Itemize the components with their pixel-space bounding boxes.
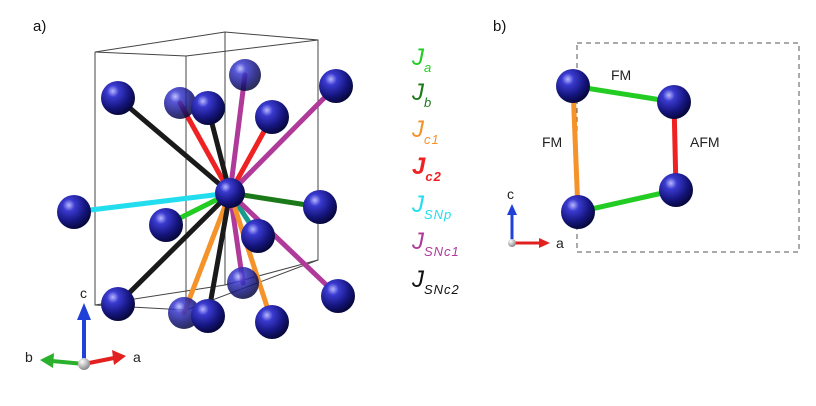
- c-axis-label: c: [80, 285, 87, 301]
- atom: [227, 267, 259, 299]
- origin: [78, 358, 90, 370]
- bond-jc1: [227, 190, 275, 325]
- bond-jsnp: [71, 190, 233, 215]
- bond-jc2: [177, 100, 233, 196]
- bond-jsnc2: [115, 95, 233, 196]
- legend-sub: a: [424, 60, 433, 75]
- legend-main: J: [412, 266, 424, 293]
- legend-main: J: [412, 153, 426, 180]
- atom: [191, 299, 225, 333]
- bond-left: [570, 83, 581, 215]
- legend-sub: SNp: [424, 207, 453, 222]
- legend-sub: c1: [424, 132, 440, 147]
- legend-item-jsnp: JSNp: [412, 193, 452, 227]
- legend-item-jc1: Jc1: [412, 118, 440, 152]
- atom: [149, 208, 183, 242]
- a-axis-label: a: [133, 349, 141, 365]
- legend-main: J: [412, 191, 424, 218]
- panel-b-label: b): [493, 18, 507, 35]
- axes-triad-a: c a b: [25, 285, 141, 370]
- atom: [101, 287, 135, 321]
- atom: [101, 81, 135, 115]
- atom: [659, 173, 693, 207]
- atom: [556, 69, 590, 103]
- legend-sub: SNc1: [424, 244, 460, 259]
- a-axis-label: a: [556, 235, 564, 251]
- bond-top: [570, 83, 677, 105]
- legend-item-jsnc2: JSNc2: [412, 268, 460, 302]
- legend-sub: b: [424, 95, 433, 110]
- atom: [164, 87, 196, 119]
- atom: [319, 69, 353, 103]
- atoms-panel-b: [556, 69, 693, 229]
- legend-item-jb: Jb: [412, 81, 432, 115]
- bond-jsnc2: [115, 190, 233, 307]
- atom: [229, 59, 261, 91]
- b-axis-arrow: [40, 353, 54, 368]
- legend-main: J: [412, 228, 424, 255]
- legend-main: J: [412, 116, 424, 143]
- origin: [508, 239, 516, 247]
- label-fm-left: FM: [542, 134, 562, 150]
- legend-sub: c2: [425, 169, 442, 184]
- bond-jsnc1: [227, 83, 339, 196]
- legend-item-jsnc1: JSNc1: [412, 230, 460, 264]
- atom: [657, 85, 691, 119]
- c-axis-arrow: [77, 303, 91, 320]
- axes-triad-b: c a: [507, 186, 564, 251]
- bond-jsnc1: [227, 190, 341, 299]
- bond-jsnc1: [227, 72, 248, 196]
- legend-item-ja: Ja: [412, 46, 432, 80]
- panel-a-label: a): [33, 18, 47, 35]
- legend-item-jc2: Jc2: [412, 155, 442, 189]
- legend-sub: SNc2: [424, 282, 460, 297]
- bond-jsnc2: [205, 190, 233, 319]
- atom: [561, 195, 595, 229]
- a-axis-arrow: [539, 238, 550, 248]
- label-fm-top: FM: [611, 67, 631, 83]
- atom: [303, 190, 337, 224]
- bond-jc1: [181, 190, 233, 316]
- atoms-panel-a: [57, 59, 355, 339]
- a-axis-arrow: [112, 350, 126, 365]
- atom: [241, 219, 275, 253]
- label-afm-right: AFM: [690, 134, 720, 150]
- atom: [57, 195, 91, 229]
- atom: [191, 91, 225, 125]
- legend-main: J: [412, 79, 424, 106]
- c-axis-arrow: [507, 204, 517, 215]
- atom: [255, 100, 289, 134]
- atom: [255, 305, 289, 339]
- b-axis-label: b: [25, 349, 33, 365]
- c-axis-label: c: [507, 186, 514, 202]
- atom-center: [215, 178, 245, 208]
- legend-main: J: [412, 44, 424, 71]
- atom: [321, 279, 355, 313]
